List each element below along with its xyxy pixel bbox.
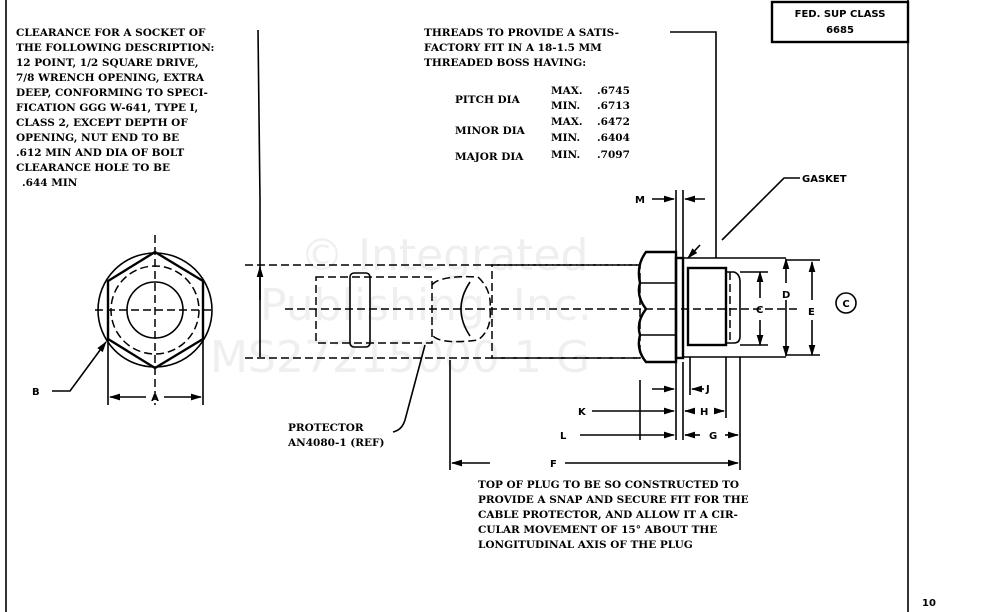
table-value: .7097 <box>597 149 630 161</box>
note-line: THE FOLLOWING DESCRIPTION: <box>16 42 214 54</box>
plug-side-view <box>245 177 857 470</box>
dim-label-f: F <box>550 459 557 470</box>
top-of-plug-note: TOP OF PLUG TO BE SO CONSTRUCTED TO PROV… <box>478 479 749 551</box>
watermark-line: Publishing, Inc. <box>260 280 592 331</box>
hex-end-view <box>52 235 215 405</box>
note-line: CLASS 2, EXCEPT DEPTH OF <box>16 117 188 129</box>
protector-label: PROTECTOR <box>288 422 364 434</box>
clearance-note: CLEARANCE FOR A SOCKET OF THE FOLLOWING … <box>16 27 214 189</box>
table-label: PITCH DIA <box>455 94 521 106</box>
table-label: MINOR DIA <box>455 125 526 137</box>
threads-leader <box>670 31 717 258</box>
watermark: © Integrated Publishing, Inc. MS27215000… <box>210 230 592 383</box>
dim-label-h: H <box>700 407 708 418</box>
note-line: LONGITUDINAL AXIS OF THE PLUG <box>478 539 693 551</box>
watermark-line: © Integrated <box>300 230 588 281</box>
threads-note: THREADS TO PROVIDE A SATIS- FACTORY FIT … <box>424 27 619 69</box>
note-line: CLEARANCE FOR A SOCKET OF <box>16 27 206 39</box>
table-limit: MIN. <box>551 149 580 161</box>
dim-label-a: A <box>151 393 159 404</box>
note-line: TOP OF PLUG TO BE SO CONSTRUCTED TO <box>478 479 739 491</box>
note-line: 7/8 WRENCH OPENING, EXTRA <box>16 72 205 84</box>
title-box-class: FED. SUP CLASS <box>795 9 886 20</box>
corner-number: 10 <box>922 598 936 609</box>
note-line: PROVIDE A SNAP AND SECURE FIT FOR THE <box>478 494 749 506</box>
table-limit: MIN. <box>551 132 580 144</box>
note-line: .612 MIN AND DIA OF BOLT <box>16 147 184 159</box>
dim-label-e: E <box>808 307 815 318</box>
table-value: .6745 <box>597 85 630 97</box>
table-limit: MAX. <box>551 85 583 97</box>
circle-c-symbol: C <box>842 299 849 310</box>
note-leader <box>257 29 261 201</box>
table-label: MAJOR DIA <box>455 151 524 163</box>
table-value: .6404 <box>597 132 630 144</box>
dim-label-c: C <box>756 305 763 316</box>
note-line: DEEP, CONFORMING TO SPECI- <box>16 87 208 99</box>
dim-label-k: K <box>578 407 587 418</box>
note-line: CLEARANCE HOLE TO BE <box>16 162 170 174</box>
note-line: THREADS TO PROVIDE A SATIS- <box>424 27 619 39</box>
dim-label-j: J <box>705 384 710 395</box>
note-line: FICATION GGG W-641, TYPE I, <box>16 102 198 114</box>
gasket-label: GASKET <box>802 174 847 185</box>
note-line: CABLE PROTECTOR, AND ALLOW IT A CIR- <box>478 509 738 521</box>
table-value: .6713 <box>597 100 630 112</box>
dim-label-m: M <box>635 195 645 206</box>
dim-label-l: L <box>560 431 567 442</box>
title-box <box>770 0 910 44</box>
note-line: FACTORY FIT IN A 18-1.5 MM <box>424 42 602 54</box>
dim-label-b: B <box>32 387 40 398</box>
dim-label-g: G <box>709 431 717 442</box>
table-limit: MAX. <box>551 116 583 128</box>
protector-part-number: AN4080-1 (REF) <box>287 437 384 449</box>
table-value: .6472 <box>597 116 630 128</box>
table-limit: MIN. <box>551 100 580 112</box>
note-line: 12 POINT, 1/2 SQUARE DRIVE, <box>16 57 199 69</box>
title-box-number: 6685 <box>826 25 854 36</box>
note-line: .644 MIN <box>22 177 78 189</box>
note-line: CULAR MOVEMENT OF 15° ABOUT THE <box>478 524 717 536</box>
note-line: OPENING, NUT END TO BE <box>16 132 179 144</box>
dim-label-d: D <box>782 290 790 301</box>
thread-table: PITCH DIA MAX. .6745 MIN. .6713 MINOR DI… <box>455 85 630 163</box>
note-line: THREADED BOSS HAVING: <box>424 57 586 69</box>
